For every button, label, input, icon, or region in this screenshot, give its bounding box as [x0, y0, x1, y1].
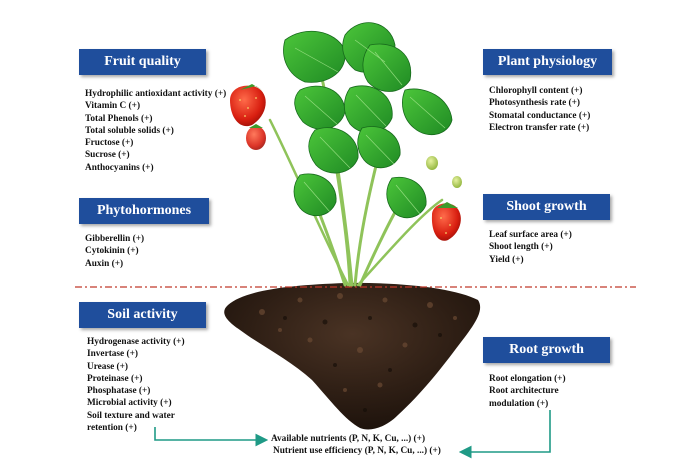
phytohormones-title: Phytohormones	[79, 198, 209, 224]
unripe-strawberry-left	[246, 124, 266, 150]
list-item: Shoot length (+)	[489, 242, 553, 253]
soil-mound	[224, 282, 481, 430]
list-item: Urease (+)	[87, 361, 129, 372]
arrow-soil-to-nutrients	[154, 427, 269, 447]
list-item: Gibberellin (+)	[85, 234, 145, 244]
list-item: Hydrophilic antioxidant activity (+)	[85, 89, 227, 99]
shoot-growth-title: Shoot growth	[483, 194, 610, 220]
list-item: Hydrogenase activity (+)	[87, 337, 185, 347]
root-growth-list: Root elongation (+) Root architecture mo…	[489, 373, 566, 410]
shoot-growth-list: Leaf surface area (+) Shoot length (+) Y…	[489, 229, 572, 266]
phytohormones-list: Gibberellin (+) Cytokinin (+) Auxin (+)	[85, 233, 144, 270]
plant-physiology-title: Plant physiology	[483, 49, 612, 75]
fruit-quality-list: Hydrophilic antioxidant activity (+) Vit…	[85, 88, 226, 174]
plant-physiology-list: Chlorophyll content (+) Photosynthesis r…	[489, 85, 590, 134]
list-item: Cytokinin (+)	[85, 246, 139, 257]
root-growth-title: Root growth	[483, 337, 610, 363]
list-item: Photosynthesis rate (+)	[489, 98, 581, 109]
list-item: Auxin (+)	[85, 258, 124, 269]
list-item: Proteinase (+)	[87, 373, 143, 384]
list-item: Total soluble solids (+)	[85, 125, 174, 136]
list-item: Root elongation (+)	[489, 374, 566, 384]
strawberry-leaves	[283, 22, 453, 219]
list-item: Yield (+)	[489, 254, 524, 265]
list-item: Soil texture and water	[87, 410, 175, 421]
green-strawberries	[426, 156, 462, 188]
list-item: Fructose (+)	[85, 138, 134, 149]
soil-activity-list: Hydrogenase activity (+) Invertase (+) U…	[87, 336, 185, 434]
list-item: Vitamin C (+)	[85, 101, 141, 112]
fruit-quality-title: Fruit quality	[79, 49, 206, 75]
list-item: Root architecture	[489, 386, 559, 397]
available-nutrients-label: Available nutrients (P, N, K, Cu, ...) (…	[271, 434, 426, 444]
list-item: Total Phenols (+)	[85, 113, 153, 124]
list-item: Chlorophyll content (+)	[489, 86, 583, 96]
soil-activity-title: Soil activity	[79, 302, 206, 328]
list-item: Microbial activity (+)	[87, 398, 172, 409]
ripe-strawberry-left	[230, 84, 266, 127]
list-item: Invertase (+)	[87, 349, 138, 360]
nutrient-use-efficiency-label: Nutrient use efficiency (P, N, K, Cu, ..…	[273, 446, 441, 456]
leaf-veins	[294, 39, 446, 215]
list-item: retention (+)	[87, 423, 137, 434]
list-item: Sucrose (+)	[85, 150, 130, 161]
list-item: Leaf surface area (+)	[489, 230, 572, 240]
arrow-root-to-efficiency	[458, 410, 551, 459]
ripe-strawberry-right	[431, 202, 461, 241]
list-item: Stomatal conductance (+)	[489, 110, 591, 121]
list-item: Electron transfer rate (+)	[489, 122, 590, 133]
list-item: modulation (+)	[489, 398, 549, 409]
list-item: Anthocyanins (+)	[85, 162, 154, 173]
list-item: Phosphatase (+)	[87, 386, 151, 397]
